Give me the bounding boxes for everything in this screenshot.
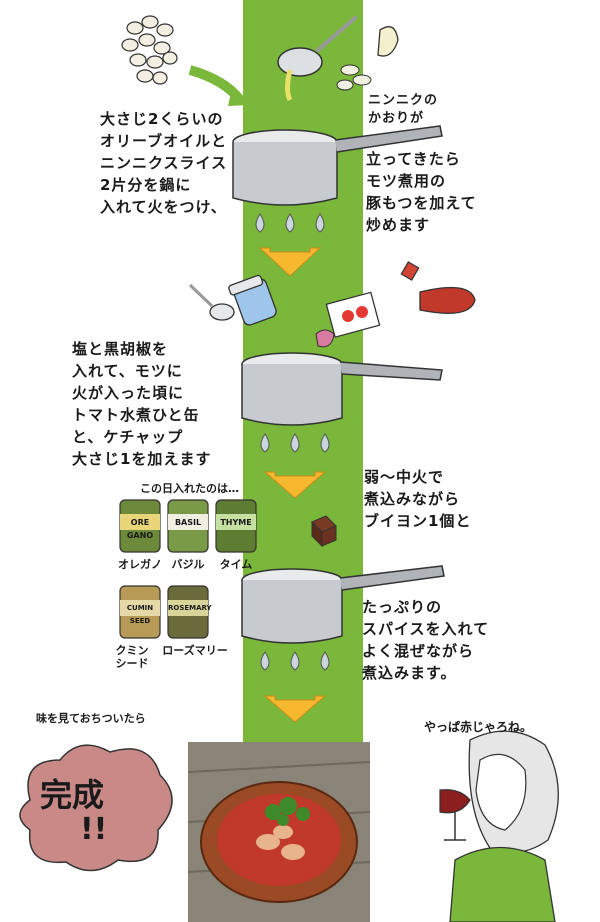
spice-jar-thyme <box>215 499 257 553</box>
heat-drops-2 <box>260 433 330 453</box>
jar-label-cumin: CUMIN SEED <box>126 604 154 625</box>
down-arrow-2 <box>263 471 327 499</box>
step5-text: たっぷりのスパイスを入れてよく混ぜながら煮込みます。 <box>362 598 490 682</box>
done-exclamation: !! <box>80 812 108 847</box>
tomato-can-icon <box>315 291 381 348</box>
jar-label-basil: BASIL <box>174 518 202 527</box>
spoon-icon <box>188 283 235 321</box>
bouillon-cube-icon <box>311 515 337 548</box>
done-bubble <box>19 744 173 872</box>
done-text: 完成 <box>40 776 105 814</box>
jar-label-oregano: ORE GANO <box>126 518 154 540</box>
step3-text: 塩と黒胡椒を入れて、モツに火が入った頃にトマト水煮ひと缶と、ケチャップ大さじ1を… <box>72 340 212 468</box>
jar-label-thyme: THYME <box>220 518 252 527</box>
heat-drops-1 <box>255 213 325 233</box>
jar-label-rosemary: ROSEMARY <box>168 604 212 612</box>
spice-jars <box>119 499 257 639</box>
heat-drops-3 <box>260 651 330 671</box>
spoon-oil-icon <box>277 16 357 102</box>
spice-jar-oregano <box>119 499 161 553</box>
step2-text: 立ってきたらモツ煮用の豚もつを加えて炒めます <box>366 150 477 234</box>
down-arrow-3 <box>263 695 327 723</box>
spices-title: この日入れたのは… <box>140 482 239 495</box>
spice-jar-rosemary <box>167 585 209 639</box>
garlic-slices-icon <box>121 15 178 85</box>
salt-shaker-icon <box>228 274 277 326</box>
step2-heading: ニンニクのかおりが <box>368 93 439 126</box>
spice-name-oregano: オレガノ <box>118 558 162 571</box>
spice-name-cumin: クミン シード <box>115 644 149 670</box>
spice-name-rosemary: ローズマリー <box>162 644 228 657</box>
pot-icon-3 <box>241 565 445 644</box>
step4-text: 弱～中火で煮込みながらブイヨン1個と <box>364 468 472 530</box>
wine-note: やっぱ赤じゃろね。 <box>424 720 533 734</box>
pot-icon-2 <box>241 352 443 426</box>
ketchup-bottle-icon <box>400 261 476 314</box>
spice-name-thyme: タイム <box>219 558 253 571</box>
dish-photo <box>188 742 370 922</box>
down-arrow-1 <box>258 247 322 277</box>
spice-name-basil: バジル <box>171 558 205 571</box>
garlic-clove-icon <box>377 26 399 57</box>
spice-jar-basil <box>167 499 209 553</box>
pot-icon-1 <box>232 125 443 206</box>
spice-jar-cumin <box>119 585 161 639</box>
taste-note: 味を見ておちついたら <box>36 712 146 725</box>
wine-drinker-icon <box>439 730 559 922</box>
